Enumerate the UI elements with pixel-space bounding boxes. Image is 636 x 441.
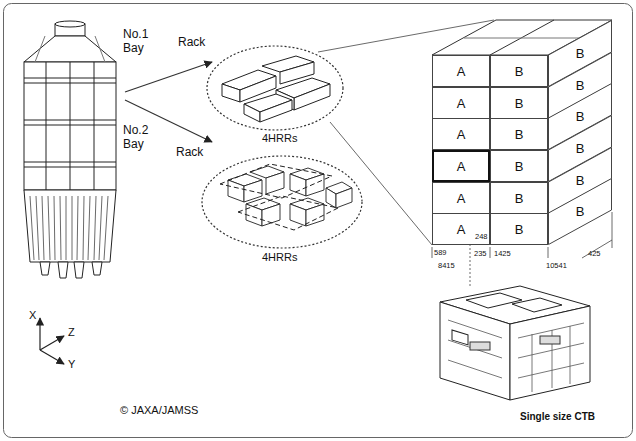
rack-boxes-drawing: [228, 166, 352, 226]
rack-outline: [220, 164, 338, 230]
container-box: B: [490, 118, 548, 150]
cell-letter: B: [576, 141, 585, 156]
caption-label: Single size CTB: [520, 411, 595, 423]
cell-letter: A: [457, 64, 466, 79]
cell-letter: B: [515, 191, 524, 206]
cell-letter: A: [457, 127, 466, 142]
bay-label: No.2 Bay: [123, 124, 163, 152]
side-face-cell: [549, 179, 612, 245]
cell-letter: B: [576, 46, 585, 61]
cell-letter: B: [515, 159, 524, 174]
container-box: A: [432, 182, 490, 214]
container-box: A: [432, 55, 490, 87]
dimension-label: 425: [588, 250, 601, 259]
container-box: A: [432, 87, 490, 119]
cell-letter: B: [515, 127, 524, 142]
container-box: B: [490, 213, 548, 245]
container-box: B: [490, 150, 548, 182]
cell-letter: B: [515, 222, 524, 237]
axis-label: Z: [68, 326, 75, 339]
axes: [40, 318, 64, 364]
group-label: 4HRRs: [262, 132, 297, 145]
cell-letter: B: [576, 204, 585, 219]
bay-label: No.1 Bay: [123, 28, 163, 56]
axis-label: X: [29, 309, 36, 322]
dimension-label: 235: [474, 250, 487, 259]
group-label: 4HRRs: [262, 251, 297, 264]
dimension-label: 1425: [494, 250, 511, 259]
copyright-label: © JAXA/JAMSS: [120, 404, 198, 417]
container-box: A: [432, 118, 490, 150]
rack-drawing: [222, 56, 330, 122]
dimension-label: 248: [475, 233, 488, 242]
cell-letter: A: [457, 96, 466, 111]
rack-label: Rack: [176, 146, 203, 160]
dimension-label: 589: [434, 249, 447, 258]
cell-letter: B: [515, 96, 524, 111]
cell-letter: A: [457, 159, 466, 174]
cell-letter: A: [457, 191, 466, 206]
cell-letter: B: [576, 173, 585, 188]
vehicle-drawing: [24, 21, 116, 278]
container-box: B: [490, 182, 548, 214]
cell-letter: A: [457, 222, 466, 237]
container-box: B: [490, 87, 548, 119]
cell-letter: B: [576, 109, 585, 124]
dimension-label: 8415: [438, 262, 455, 271]
cell-letter: B: [576, 78, 585, 93]
container-box: B: [490, 55, 548, 87]
container-box: A: [432, 150, 490, 182]
cell-letter: B: [515, 64, 524, 79]
dimension-label: 10541: [546, 262, 567, 271]
axis-label: Y: [68, 358, 75, 371]
ctb-drawing: [440, 286, 590, 400]
container-box: B: [548, 178, 612, 245]
rack-label: Rack: [178, 36, 205, 50]
